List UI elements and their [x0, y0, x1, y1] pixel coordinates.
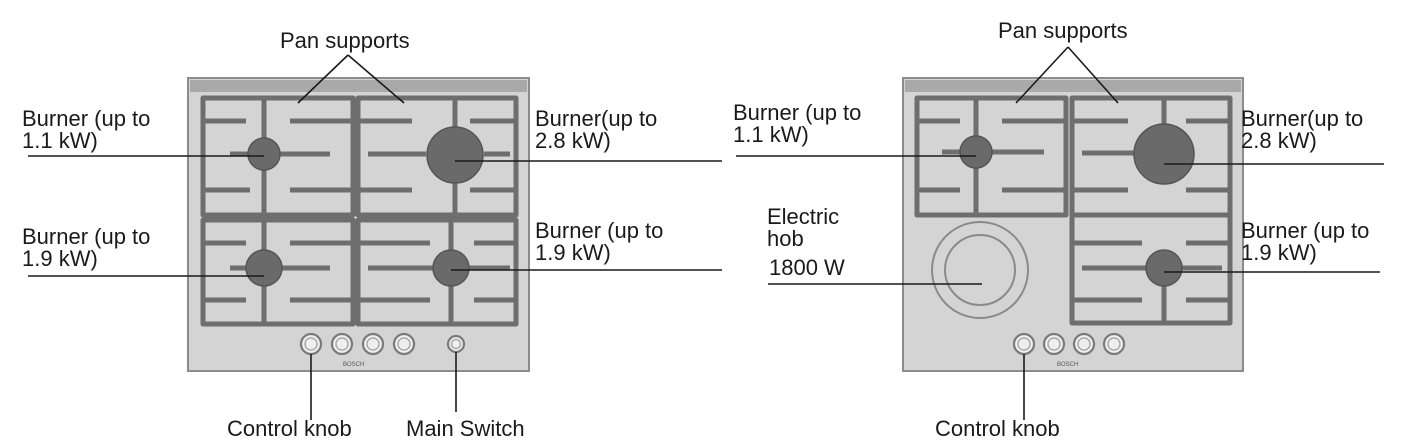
left-knob-4: [392, 332, 416, 356]
left-pan-supports-leader-2: [347, 54, 405, 104]
left-burner-1-9kw-right: [432, 249, 470, 287]
left-burner-1-1kw: [247, 137, 281, 171]
left-grate-bottom-right: [355, 217, 519, 327]
left-hob: BOSCH Pan supports Burner (up to 1.1 kW)…: [22, 28, 722, 441]
right-burner-1-9kw: [1145, 249, 1183, 287]
right-burner-2-8kw: [1133, 123, 1195, 185]
right-grate-right-tall: [1069, 95, 1233, 326]
left-knob-1: [299, 332, 323, 356]
right-hob-top-strip: [905, 80, 1241, 92]
right-knob-4: [1102, 332, 1126, 356]
left-pan-supports-leader-1: [297, 54, 349, 104]
left-grate-top-right: [355, 95, 519, 218]
left-burner-1-9kw-right-label: Burner (up to 1.9 kW): [535, 218, 670, 265]
right-hob: BOSCH Pan supports Burner (up to 1.1 kW)…: [733, 18, 1384, 441]
left-grate-bottom-left: [200, 217, 356, 327]
left-hob-top-strip: [190, 80, 527, 92]
right-burner-2-8kw-label: Burner(up to 2.8 kW): [1241, 106, 1369, 153]
right-knob-1: [1012, 332, 1036, 356]
right-knob-2: [1042, 332, 1066, 356]
right-burner-1-1kw: [959, 135, 993, 169]
left-brand-logo: BOSCH: [343, 362, 364, 368]
right-brand-logo: BOSCH: [1057, 362, 1078, 368]
left-main-switch-knob: [446, 334, 466, 354]
right-knob-3: [1072, 332, 1096, 356]
left-burner-2-8kw-label: Burner(up to 2.8 kW): [535, 106, 663, 153]
right-electric-hob-label: Electric hob 1800 W: [767, 204, 845, 280]
left-main-switch-label: Main Switch: [406, 416, 525, 441]
left-control-knob-label: Control knob: [227, 416, 352, 441]
right-burner-1-9kw-label: Burner (up to 1.9 kW): [1241, 218, 1376, 265]
left-burner-1-9kw-left-label: Burner (up to 1.9 kW): [22, 224, 157, 271]
left-knob-2: [330, 332, 354, 356]
left-burner-1-9kw-left: [245, 249, 283, 287]
right-burner-1-1kw-label: Burner (up to 1.1 kW): [733, 100, 868, 147]
right-control-knobs: [1012, 332, 1126, 356]
right-pan-supports-label: Pan supports: [998, 18, 1128, 43]
left-burner-2-8kw: [426, 126, 484, 184]
right-pan-supports-leader-2: [1067, 46, 1119, 104]
left-knob-3: [361, 332, 385, 356]
left-burner-1-1kw-label: Burner (up to 1.1 kW): [22, 106, 157, 153]
left-control-knobs: [299, 332, 466, 356]
left-pan-supports-label: Pan supports: [280, 28, 410, 53]
right-control-knob-label: Control knob: [935, 416, 1060, 441]
right-electric-hob-plate: [931, 221, 1029, 319]
right-grate-top-left: [914, 95, 1069, 218]
right-pan-supports-leader-1: [1015, 46, 1069, 104]
